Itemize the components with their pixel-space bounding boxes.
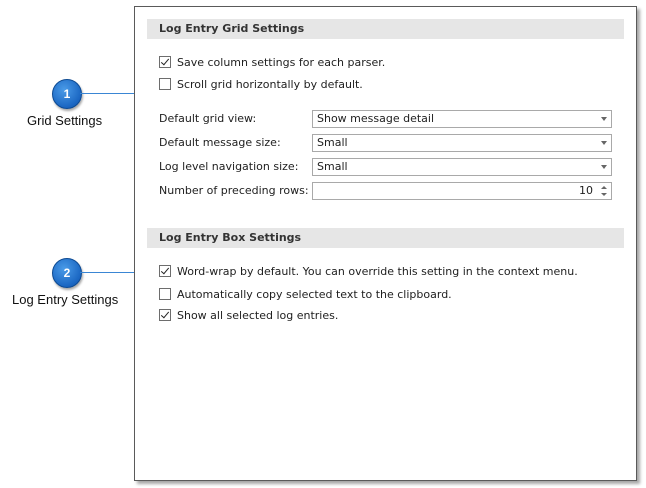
auto-copy-option[interactable]: Automatically copy selected text to the … [159,286,452,302]
default-grid-view-value: Show message detail [317,112,435,125]
default-message-size-value: Small [317,136,348,149]
preceding-rows-spinner[interactable]: 10 [312,182,612,200]
chevron-down-icon[interactable] [601,165,607,169]
auto-copy-checkbox[interactable] [159,288,171,300]
spin-up-icon[interactable] [601,186,607,189]
show-all-entries-checkbox[interactable] [159,309,171,321]
preceding-rows-value: 10 [579,184,593,197]
log-level-navigation-size-label: Log level navigation size: [159,160,299,173]
word-wrap-label: Word-wrap by default. You can override t… [177,264,578,278]
save-column-settings-checkbox[interactable] [159,56,171,68]
word-wrap-checkbox[interactable] [159,265,171,277]
default-message-size-label: Default message size: [159,136,281,149]
default-grid-view-label: Default grid view: [159,112,257,125]
auto-copy-label: Automatically copy selected text to the … [177,287,452,301]
spin-down-icon[interactable] [601,193,607,196]
callout-badge-1: 1 [52,79,82,109]
callout-connector-1 [80,93,148,94]
log-level-navigation-size-value: Small [317,160,348,173]
show-all-entries-option[interactable]: Show all selected log entries. [159,307,338,323]
chevron-down-icon[interactable] [601,141,607,145]
grid-settings-header: Log Entry Grid Settings [147,19,624,39]
callout-label-grid-settings: Grid Settings [27,113,103,128]
default-grid-view-select[interactable]: Show message detail [312,110,612,128]
callout-badge-2: 2 [52,258,82,288]
chevron-down-icon[interactable] [601,117,607,121]
log-level-navigation-size-select[interactable]: Small [312,158,612,176]
preceding-rows-label: Number of preceding rows: [159,184,309,197]
callout-connector-2 [80,272,148,273]
settings-panel: Log Entry Grid Settings Save column sett… [134,6,637,481]
word-wrap-option[interactable]: Word-wrap by default. You can override t… [159,263,578,279]
box-settings-header: Log Entry Box Settings [147,228,624,248]
save-column-settings-option[interactable]: Save column settings for each parser. [159,54,385,70]
scroll-grid-option[interactable]: Scroll grid horizontally by default. [159,76,363,92]
callout-label-log-entry-settings: Log Entry Settings [12,292,119,307]
show-all-entries-label: Show all selected log entries. [177,308,339,322]
scroll-grid-label: Scroll grid horizontally by default. [177,77,363,91]
save-column-settings-label: Save column settings for each parser. [177,55,386,69]
scroll-grid-checkbox[interactable] [159,78,171,90]
default-message-size-select[interactable]: Small [312,134,612,152]
